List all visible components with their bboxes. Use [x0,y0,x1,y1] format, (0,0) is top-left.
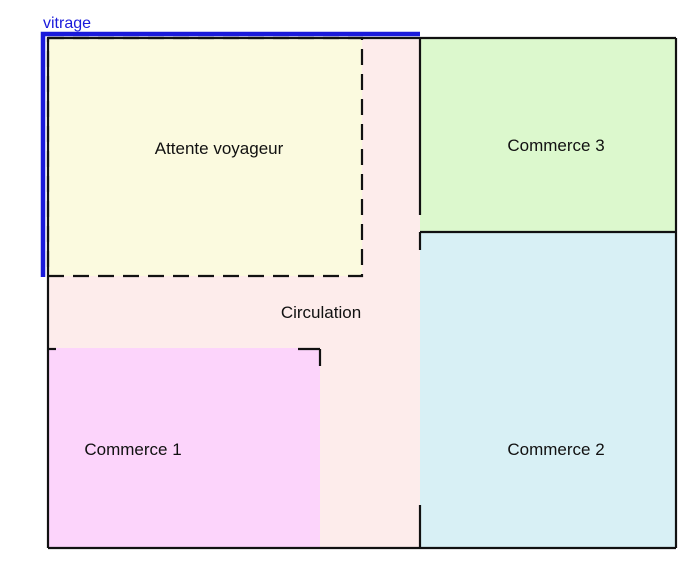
vitrage-label: vitrage [43,15,91,32]
vitrage-line [40,31,420,277]
label-commerce-2: Commerce 2 [507,440,604,459]
label-attente-voyageur: Attente voyageur [155,139,284,158]
inner-walls [48,38,676,548]
room-commerce-1 [48,348,320,548]
room-commerce-2 [420,232,676,548]
label-commerce-1: Commerce 1 [84,440,181,459]
room-attente-voyageur [48,38,362,276]
label-circulation: Circulation [281,303,361,322]
room-commerce-3 [420,38,676,232]
attente-dashed-outline [46,36,364,278]
label-commerce-3: Commerce 3 [507,136,604,155]
